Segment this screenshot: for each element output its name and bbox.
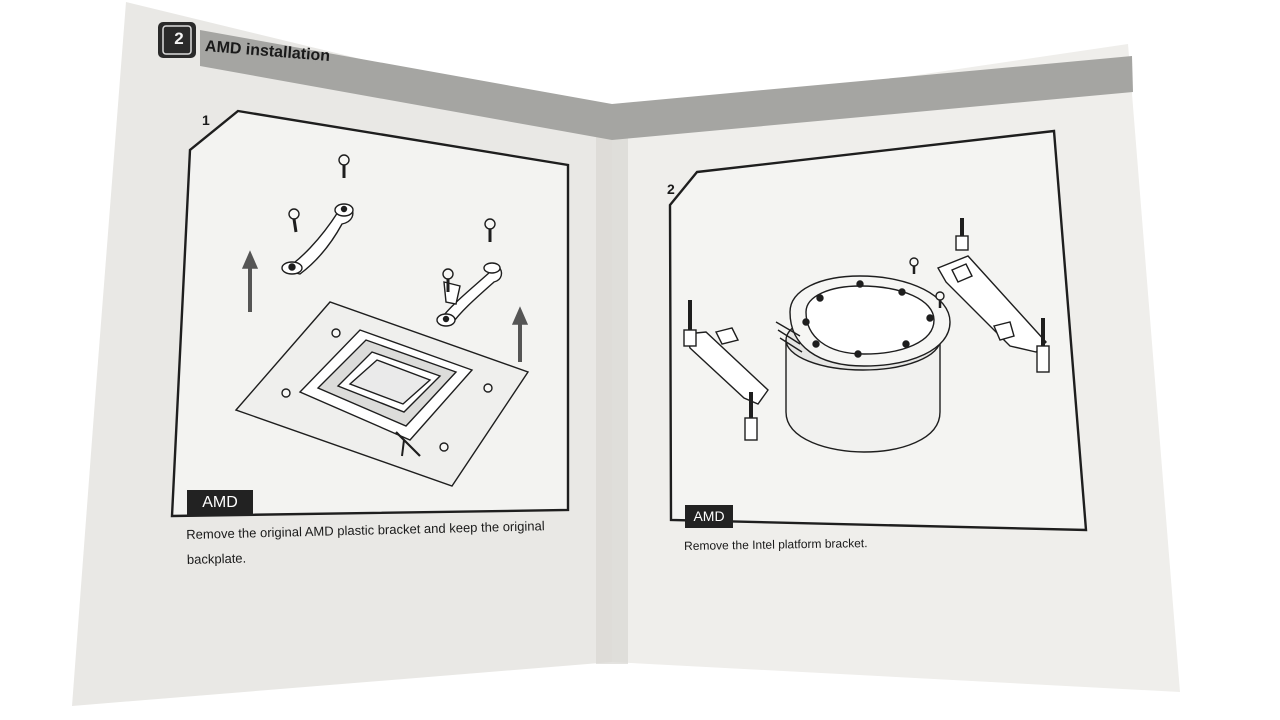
right-header-band xyxy=(612,56,1133,140)
intel-bracket-illustration xyxy=(683,218,1050,453)
left-step-caption: Remove the original AMD plastic bracket … xyxy=(186,518,545,567)
left-platform-badge: AMD xyxy=(187,490,253,516)
gutter-shadow xyxy=(596,118,628,664)
step-1-number: 1 xyxy=(202,112,210,128)
left-header-band xyxy=(200,30,612,140)
step-2-number: 2 xyxy=(667,181,675,197)
section-number: 2 xyxy=(174,29,184,48)
right-step-caption: Remove the Intel platform bracket. xyxy=(684,536,868,553)
right-platform-badge: AMD xyxy=(685,505,733,528)
section-number-box xyxy=(158,22,196,58)
amd-socket-illustration xyxy=(234,154,530,487)
